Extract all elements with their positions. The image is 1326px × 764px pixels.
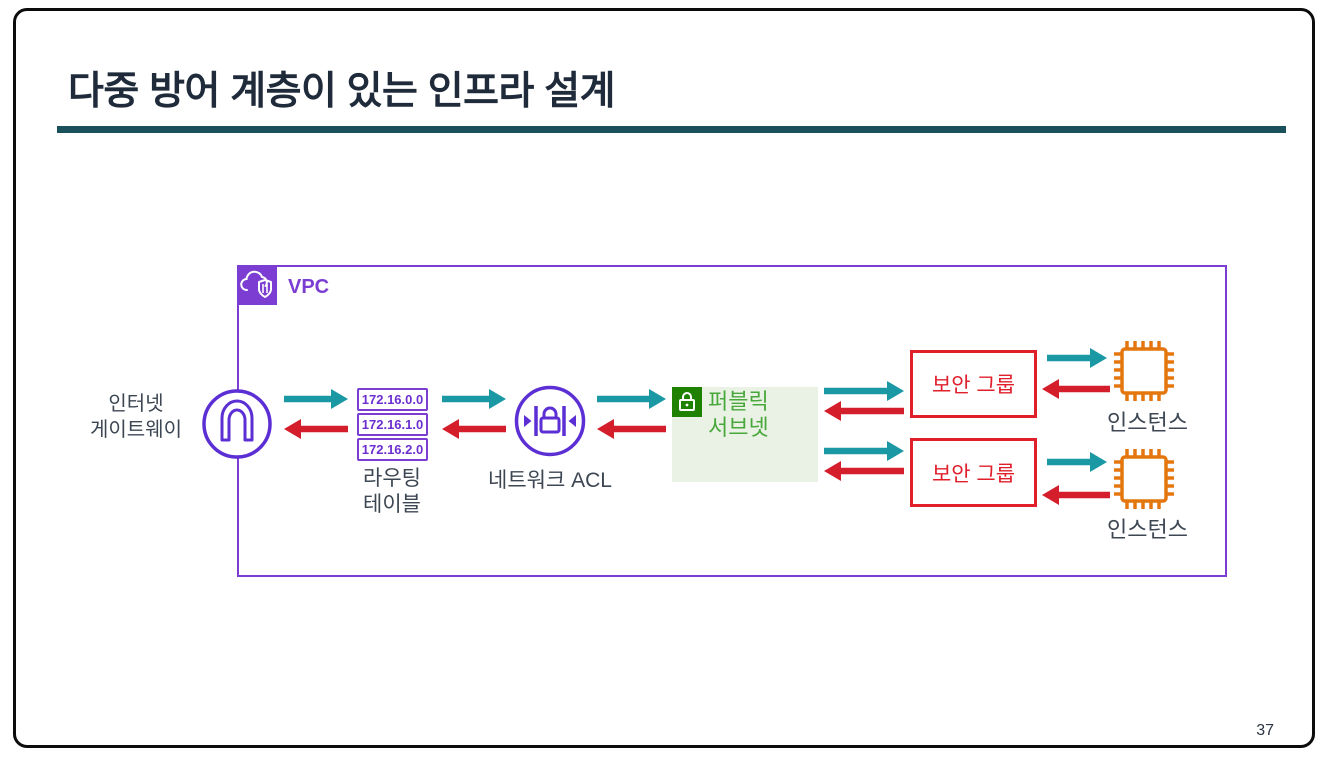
- route-table-entry: 172.16.1.0: [357, 413, 428, 436]
- public-subnet-label-line2: 서브넷: [708, 415, 769, 440]
- security-group-1-box: 보안 그룹: [910, 350, 1037, 418]
- arrow-routetable-to-igw: [284, 419, 348, 439]
- arrow-acl-to-routetable: [442, 419, 506, 439]
- route-table-entry: 172.16.2.0: [357, 438, 428, 461]
- network-acl-icon: [514, 385, 586, 457]
- internet-gateway-label: 인터넷 게이트웨이: [66, 391, 206, 443]
- ec2-instance-chip-icon: [1114, 341, 1174, 401]
- arrow-sg1-to-instance1: [1047, 348, 1107, 368]
- route-table-label-line1: 라우팅: [363, 467, 421, 490]
- instance-1-label: 인스턴스: [1107, 410, 1188, 435]
- subnet-lock-icon: [672, 387, 702, 417]
- public-subnet-label: 퍼블릭 서브넷: [708, 389, 769, 441]
- instance-2-label: 인스턴스: [1107, 517, 1188, 542]
- arrow-instance1-to-sg1: [1042, 379, 1110, 399]
- page-number: 37: [1256, 722, 1274, 739]
- vpc-cloud-lock-icon: [237, 265, 277, 305]
- route-table-label: 라우팅 테이블: [332, 466, 452, 518]
- arrow-subnet-to-sg2: [824, 441, 904, 461]
- arrow-sg2-to-subnet: [824, 461, 904, 481]
- arrow-sg1-to-subnet: [824, 401, 904, 421]
- arrow-instance2-to-sg2: [1042, 485, 1110, 505]
- arrow-sg2-to-instance2: [1047, 452, 1107, 472]
- internet-gateway-label-line2: 게이트웨이: [90, 419, 182, 441]
- arrow-subnet-to-acl: [597, 419, 666, 439]
- slide-title: 다중 방어 계층이 있는 인프라 설계: [68, 70, 616, 113]
- route-table-entry: 172.16.0.0: [357, 388, 428, 411]
- arrow-subnet-to-sg1: [824, 381, 904, 401]
- arrow-acl-to-subnet: [597, 389, 666, 409]
- route-table-label-line2: 테이블: [363, 493, 421, 516]
- title-divider: [57, 126, 1286, 133]
- security-group-2-box: 보안 그룹: [910, 438, 1037, 507]
- internet-gateway-label-line1: 인터넷: [108, 393, 164, 415]
- arrow-routetable-to-acl: [442, 389, 506, 409]
- internet-gateway-icon: [202, 389, 272, 459]
- arrow-igw-to-routetable: [284, 389, 348, 409]
- network-acl-label: 네트워크 ACL: [488, 469, 612, 492]
- vpc-label: VPC: [288, 276, 330, 298]
- ec2-instance-chip-icon: [1114, 449, 1174, 509]
- public-subnet-label-line1: 퍼블릭: [708, 389, 769, 414]
